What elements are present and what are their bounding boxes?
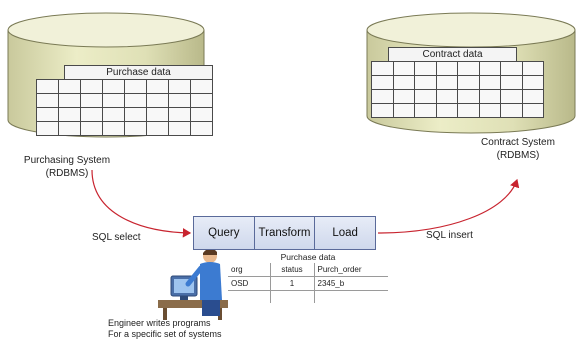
etl-step-load: Load [332,227,358,239]
target-table-title: Contract data [388,47,517,61]
sample-table-title: Purchase data [280,252,336,262]
target-system-type: (RDBMS) [496,150,540,161]
sql-select-arrow [91,169,192,238]
column-header-purch-order: Purch_order [313,263,388,277]
etl-step-query: Query [194,217,255,249]
sql-select-label: SQL select [92,232,141,243]
etl-step-transform: Transform [255,217,316,249]
engineer-at-computer-icon [158,248,228,320]
target-system-name: Contract System [481,137,555,148]
source-system-type: (RDBMS) [45,168,89,179]
source-table-title: Purchase data [64,65,213,79]
sample-table-header-row: org status Purch_order [228,263,388,277]
cell-purch-order: 2345_b [313,276,388,291]
engineer-note: Engineer writes programs For a specific … [108,318,222,340]
column-header-status: status [269,263,314,277]
table-row-empty [228,290,388,303]
cell-org: OSD [228,276,270,291]
source-system-label: Purchasing System (RDBMS) [12,154,122,180]
target-data-grid [371,61,544,118]
engineer-note-line1: Engineer writes programs [108,318,211,328]
cell-status: 1 [269,276,314,291]
sql-insert-label: SQL insert [426,230,473,241]
source-system-name: Purchasing System [23,155,111,166]
table-row: OSD 1 2345_b [228,276,388,291]
sample-purchase-table: org status Purch_order OSD 1 2345_b [228,263,388,303]
sql-insert-arrow [377,178,520,234]
etl-process-box: Query Transform Load [193,216,376,250]
column-header-org: org [228,263,270,277]
engineer-note-line2: For a specific set of systems [108,329,222,339]
target-system-label: Contract System (RDBMS) [468,136,568,162]
source-data-grid [36,79,213,136]
